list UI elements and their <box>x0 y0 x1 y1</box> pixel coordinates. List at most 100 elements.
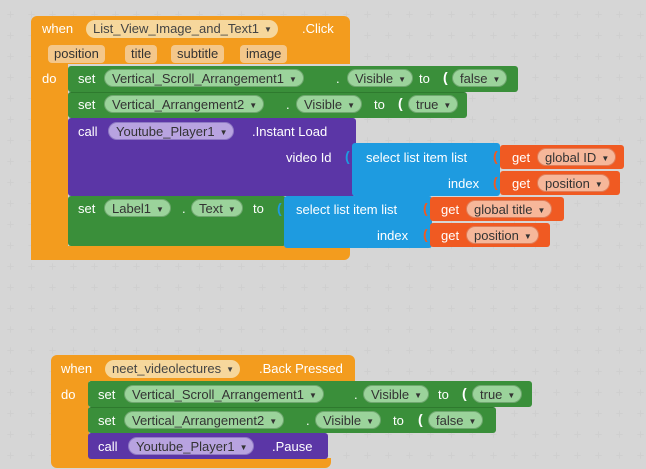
socket-bracket: ( <box>398 95 403 111</box>
event-footer <box>31 246 350 260</box>
event-name: .Click <box>302 21 334 36</box>
get-label: get <box>512 176 531 191</box>
boolean-value: false <box>460 71 488 86</box>
socket-bracket: ( <box>277 200 282 216</box>
get-label: get <box>441 228 460 243</box>
socket-bracket: ( <box>418 411 423 427</box>
caret-down-icon: ▼ <box>288 75 297 84</box>
dot-label: . <box>336 71 340 86</box>
caret-down-icon: ▼ <box>537 206 546 215</box>
param-position[interactable]: position <box>48 45 105 63</box>
caret-down-icon: ▼ <box>156 205 164 214</box>
to-label: to <box>393 413 404 428</box>
component-dropdown[interactable]: Vertical_Arrangement2 ▼ <box>124 411 285 429</box>
caret-down-icon: ▼ <box>226 365 235 374</box>
component-dropdown[interactable]: Vertical_Scroll_Arrangement1 ▼ <box>124 385 324 403</box>
property-name: Visible <box>323 413 362 428</box>
boolean-value: true <box>416 97 439 112</box>
caret-down-icon: ▼ <box>239 443 248 452</box>
component-name: Vertical_Scroll_Arrangement1 <box>112 71 284 86</box>
property-dropdown[interactable]: Text ▼ <box>191 199 243 217</box>
caret-down-icon: ▼ <box>507 391 516 400</box>
component-dropdown[interactable]: Vertical_Scroll_Arrangement1 ▼ <box>104 69 304 87</box>
property-dropdown[interactable]: Visible▼ <box>296 95 362 113</box>
when-label: when <box>42 21 74 36</box>
caret-down-icon: ▼ <box>366 417 374 426</box>
dot-label: . <box>286 97 290 112</box>
boolean-dropdown[interactable]: true▼ <box>408 95 459 113</box>
component-name: Youtube_Player1 <box>116 124 215 139</box>
variable-dropdown[interactable]: global ID ▼ <box>537 148 617 166</box>
index-label: index <box>377 228 409 243</box>
set-label: set <box>98 387 116 402</box>
select-list-item-block[interactable] <box>352 143 500 196</box>
boolean-dropdown[interactable]: false▼ <box>428 411 484 429</box>
boolean-value: false <box>436 413 464 428</box>
component-name: Vertical_Scroll_Arrangement1 <box>132 387 304 402</box>
variable-dropdown[interactable]: position ▼ <box>466 226 539 244</box>
caret-down-icon: ▼ <box>398 75 406 84</box>
set-label: set <box>78 201 96 216</box>
socket-bracket: ( <box>345 148 350 164</box>
caret-down-icon: ▼ <box>414 391 422 400</box>
property-dropdown[interactable]: Visible ▼ <box>315 411 381 429</box>
property-name: Text <box>199 201 223 216</box>
do-label: do <box>61 387 76 402</box>
dot-label: . <box>306 413 310 428</box>
variable-name: position <box>545 176 590 191</box>
to-label: to <box>419 71 430 86</box>
param-image[interactable]: image <box>240 45 288 63</box>
component-dropdown[interactable]: Label1 ▼ <box>104 199 171 217</box>
dot-label: . <box>354 387 358 402</box>
caret-down-icon: ▼ <box>308 391 317 400</box>
socket-bracket: ( <box>493 148 498 164</box>
caret-down-icon: ▼ <box>523 232 532 241</box>
component-dropdown[interactable]: List_View_Image_and_Text1 ▼ <box>86 20 278 38</box>
component-name: Vertical_Arrangement2 <box>112 97 245 112</box>
property-dropdown[interactable]: Visible▼ <box>347 69 413 87</box>
variable-name: global ID <box>545 150 597 165</box>
call-label: call <box>98 439 118 454</box>
select-list-item-block[interactable] <box>284 196 432 248</box>
caret-down-icon: ▼ <box>269 417 278 426</box>
event-left-rail <box>31 60 68 260</box>
param-subtitle[interactable]: subtitle <box>171 45 225 63</box>
get-label: get <box>512 150 531 165</box>
variable-dropdown[interactable]: global title ▼ <box>466 200 553 218</box>
boolean-dropdown[interactable]: true ▼ <box>472 385 523 403</box>
component-name: Vertical_Arrangement2 <box>132 413 265 428</box>
event-name: .Back Pressed <box>259 361 343 376</box>
component-dropdown[interactable]: neet_videolectures ▼ <box>105 360 241 378</box>
variable-name: position <box>474 228 519 243</box>
variable-name: global title <box>474 202 533 217</box>
boolean-value: true <box>480 387 503 402</box>
caret-down-icon: ▼ <box>601 154 610 163</box>
set-label: set <box>78 97 96 112</box>
dot-label: . <box>182 201 186 216</box>
method-name: .Pause <box>272 439 313 454</box>
component-name: Label1 <box>112 201 152 216</box>
socket-bracket: ( <box>443 69 448 85</box>
variable-dropdown[interactable]: position▼ <box>537 174 610 192</box>
component-name: neet_videolectures <box>112 361 222 376</box>
event-footer <box>51 458 331 468</box>
component-dropdown[interactable]: Youtube_Player1 ▼ <box>128 437 255 455</box>
method-name: .Instant Load <box>252 124 328 139</box>
select-list-item-label: select list item list <box>296 202 398 217</box>
select-list-item-label: select list item list <box>366 150 468 165</box>
caret-down-icon: ▼ <box>227 205 236 214</box>
caret-down-icon: ▼ <box>249 101 258 110</box>
to-label: to <box>438 387 449 402</box>
param-title[interactable]: title <box>125 45 158 63</box>
arg-label: video Id <box>286 150 332 165</box>
property-dropdown[interactable]: Visible▼ <box>363 385 429 403</box>
component-dropdown[interactable]: Vertical_Arrangement2 ▼ <box>104 95 265 113</box>
caret-down-icon: ▼ <box>264 25 272 34</box>
index-label: index <box>448 176 480 191</box>
component-name: Youtube_Player1 <box>136 439 235 454</box>
component-dropdown[interactable]: Youtube_Player1▼ <box>108 122 235 140</box>
boolean-dropdown[interactable]: false▼ <box>452 69 508 87</box>
component-name: List_View_Image_and_Text1 <box>93 21 259 36</box>
set-label: set <box>78 71 96 86</box>
socket-bracket: ( <box>462 385 467 401</box>
